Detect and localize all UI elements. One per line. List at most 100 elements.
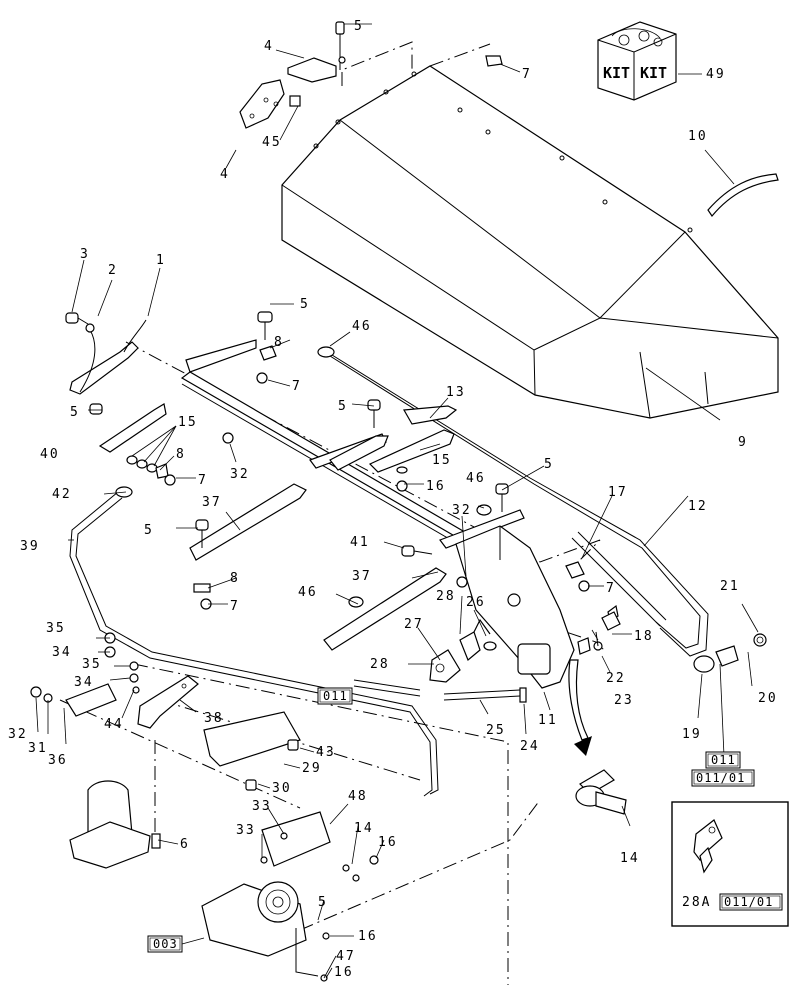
bushings [601,611,767,673]
callout-7: 7 [606,581,616,596]
callout-12: 12 [688,499,708,514]
callout-8: 8 [230,571,240,586]
callout-1: 1 [156,253,166,268]
callout-5: 5 [544,457,554,472]
callout-35: 35 [46,621,66,636]
callout-2: 2 [108,263,118,278]
callout-45: 45 [262,135,282,150]
kit-box: KIT KIT [597,21,677,101]
callout-34: 34 [52,645,72,660]
callout-48: 48 [348,789,368,804]
seal-strip [707,173,779,218]
callout-27: 27 [404,617,424,632]
ref-box-011-right[interactable]: 011 [705,751,741,769]
callout-7: 7 [198,473,208,488]
callout-15: 15 [432,453,452,468]
callout-16: 16 [426,479,446,494]
callout-20: 20 [758,691,778,706]
ref-box-011-text: 011 [323,689,348,703]
support-arms [98,403,458,651]
callout-labels: 5 4 7 49 45 4 10 3 2 1 5 8 46 7 5 40 15 … [8,19,778,980]
callout-31: 31 [28,741,48,756]
callout-41: 41 [350,535,370,550]
callout-36: 36 [48,753,68,768]
callout-6: 6 [180,837,190,852]
mount-post [69,780,161,869]
callout-16: 16 [378,835,398,850]
callout-28A: 28A [682,895,711,910]
callout-21: 21 [720,579,740,594]
frame-tubes [69,319,709,797]
direction-arrow [568,659,589,741]
callout-16: 16 [358,929,378,944]
callout-47: 47 [336,949,356,964]
ref-box-011[interactable]: 011 [317,687,353,705]
callout-38: 38 [204,711,224,726]
ref-box-003-text: 003 [153,937,178,951]
callout-5: 5 [318,895,328,910]
callout-28: 28 [436,589,456,604]
callout-34: 34 [74,675,94,690]
boxed-references: 011 011 011/01 011/01 003 [147,687,783,953]
callout-39: 39 [20,539,40,554]
callout-10: 10 [688,129,708,144]
callout-23: 23 [614,693,634,708]
ref-box-011-01[interactable]: 011/01 [691,769,755,787]
fasteners [30,311,591,882]
callout-5: 5 [354,19,364,34]
callout-40: 40 [40,447,60,462]
callout-32: 32 [8,727,28,742]
leader-lines [35,23,759,979]
callout-8: 8 [176,447,186,462]
callout-29: 29 [302,761,322,776]
callout-7: 7 [230,599,240,614]
ref-box-011-01-inset[interactable]: 011/01 [719,893,783,911]
latch-assembly [429,525,619,701]
callout-15: 15 [178,415,198,430]
callout-5: 5 [300,297,310,312]
ref-box-011-01-inset-text: 011/01 [724,895,773,909]
callout-5: 5 [338,399,348,414]
callout-33: 33 [236,823,256,838]
ref-box-011-01-text: 011/01 [696,771,745,785]
callout-19: 19 [682,727,702,742]
callout-43: 43 [316,745,336,760]
callout-49: 49 [706,67,726,82]
shield-cover [281,65,779,419]
roller [575,769,627,815]
callout-11: 11 [538,713,558,728]
callout-30: 30 [272,781,292,796]
callout-14: 14 [354,821,374,836]
callout-35: 35 [82,657,102,672]
callout-24: 24 [520,739,540,754]
callout-32: 32 [452,503,472,518]
callout-44: 44 [104,717,124,732]
callout-3: 3 [80,247,90,262]
callout-37: 37 [352,569,372,584]
callout-42: 42 [52,487,72,502]
callout-46: 46 [298,585,318,600]
callout-28: 28 [370,657,390,672]
gearbox [201,811,331,982]
callout-32: 32 [230,467,250,482]
callout-33: 33 [252,799,272,814]
callout-4: 4 [220,167,230,182]
callout-5: 5 [144,523,154,538]
callout-17: 17 [608,485,628,500]
callout-22: 22 [606,671,626,686]
callout-13: 13 [446,385,466,400]
kit-text-right: KIT [640,64,667,82]
ref-box-011-right-text: 011 [711,753,736,767]
callout-7: 7 [522,67,532,82]
callout-37: 37 [202,495,222,510]
callout-8: 8 [274,335,284,350]
ref-box-003[interactable]: 003 [147,935,183,953]
callout-14: 14 [620,851,640,866]
bracket-upper [239,21,503,129]
kit-text-left: KIT [603,64,630,82]
callout-4: 4 [264,39,274,54]
arrow-head [574,736,592,756]
callout-9: 9 [738,435,748,450]
